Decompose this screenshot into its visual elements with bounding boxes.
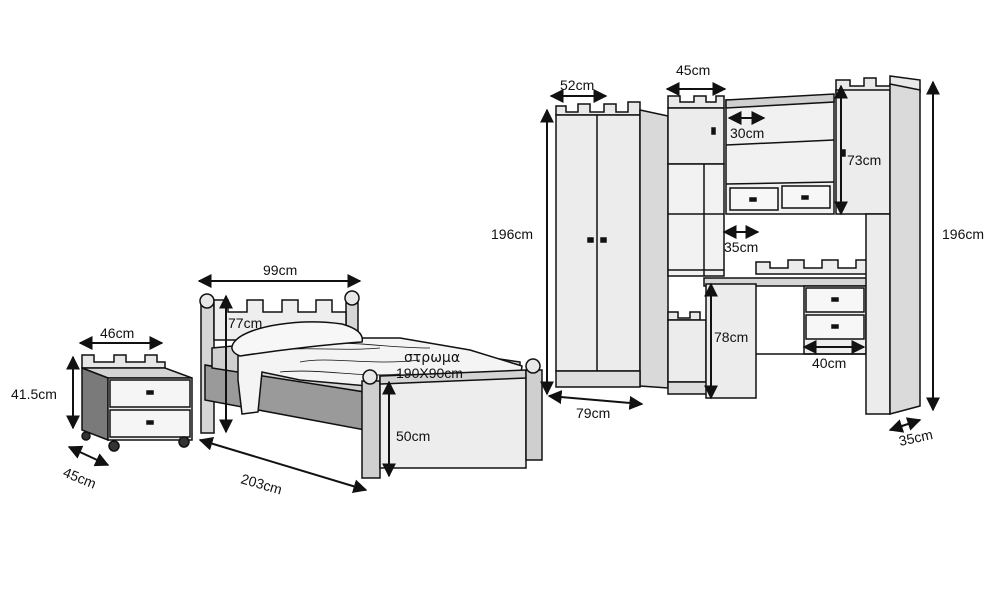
label-nightstand-height: 41.5cm bbox=[11, 386, 57, 402]
nightstand bbox=[81, 354, 193, 452]
hutch-lower-battlement bbox=[667, 311, 701, 321]
bed-post-ball bbox=[344, 290, 360, 306]
label-hutch-shelf-width: 45cm bbox=[676, 62, 710, 78]
label-tower-depth: 35cm bbox=[897, 426, 934, 449]
dim-line bbox=[888, 417, 922, 433]
hutch-drawer-handle bbox=[801, 195, 809, 200]
label-nightstand-depth: 45cm bbox=[61, 464, 99, 492]
label-desk-drawer-width: 40cm bbox=[812, 355, 846, 371]
wardrobe bbox=[555, 101, 669, 389]
nightstand-handle bbox=[146, 420, 154, 425]
label-bed-footboard-height: 50cm bbox=[396, 428, 430, 444]
label-mattress: στρωμα bbox=[404, 350, 460, 366]
nightstand-handle bbox=[146, 390, 154, 395]
hutch-cabinet-battlement bbox=[667, 95, 725, 109]
label-bed-width: 99cm bbox=[263, 262, 297, 278]
desk-drawer bbox=[805, 314, 865, 340]
nightstand-side bbox=[81, 366, 109, 442]
label-bed-headboard-height: 77cm bbox=[228, 315, 262, 331]
tower-side bbox=[889, 83, 921, 415]
wardrobe-side bbox=[639, 109, 669, 389]
nightstand-battlement bbox=[81, 354, 166, 369]
tower-handle bbox=[841, 149, 846, 157]
nightstand-caster bbox=[108, 440, 120, 452]
label-bed-length: 203cm bbox=[239, 471, 284, 498]
wardrobe-plinth bbox=[555, 370, 641, 388]
bed-post-ball bbox=[525, 358, 541, 374]
bed-footboard-post-right bbox=[525, 369, 543, 461]
bed-pillow bbox=[231, 321, 364, 357]
hutch-shelf-tower bbox=[667, 163, 725, 277]
wardrobe-handle bbox=[600, 237, 607, 243]
label-wardrobe-top-width: 52cm bbox=[560, 77, 594, 93]
hutch-lower-cabinet bbox=[667, 319, 707, 383]
bed-post-ball bbox=[362, 369, 378, 385]
label-mattress-size: 190X90cm bbox=[396, 365, 463, 381]
label-hutch-shelf-depth: 35cm bbox=[724, 239, 758, 255]
nightstand-caster bbox=[178, 436, 190, 448]
label-hutch-upper-depth: 30cm bbox=[730, 125, 764, 141]
wardrobe-handle bbox=[587, 237, 594, 243]
label-wardrobe-base-width: 79cm bbox=[576, 405, 610, 421]
hutch-top-cabinet bbox=[667, 107, 725, 165]
bed-duvet-folds bbox=[269, 342, 431, 376]
desk-drawer-handle bbox=[831, 324, 839, 329]
hutch-cabinet-handle bbox=[711, 127, 716, 135]
label-desk-height: 78cm bbox=[714, 329, 748, 345]
bed bbox=[199, 290, 543, 479]
dimension-lines bbox=[66, 80, 940, 494]
bed-footboard-panel bbox=[379, 375, 527, 469]
hutch-upper-shelf bbox=[725, 139, 835, 146]
dim-line bbox=[67, 445, 110, 467]
bed-post-ball bbox=[199, 293, 215, 309]
dim-line bbox=[198, 436, 368, 494]
nightstand-caster bbox=[81, 431, 91, 441]
hutch-desk-unit bbox=[667, 75, 921, 415]
tower-front-lower bbox=[865, 213, 891, 415]
hutch-upper-shelf bbox=[725, 181, 835, 185]
wardrobe-front bbox=[555, 114, 641, 372]
bed-footboard-post-left bbox=[361, 380, 381, 479]
desk-drawer-handle bbox=[831, 297, 839, 302]
dim-line bbox=[547, 390, 644, 410]
label-nightstand-width: 46cm bbox=[100, 325, 134, 341]
label-wardrobe-height: 196cm bbox=[491, 226, 533, 242]
hutch-drawer-handle bbox=[749, 197, 757, 202]
label-tower-height: 196cm bbox=[942, 226, 984, 242]
label-hutch-upper-height: 73cm bbox=[847, 152, 881, 168]
wardrobe-battlement bbox=[555, 101, 641, 116]
